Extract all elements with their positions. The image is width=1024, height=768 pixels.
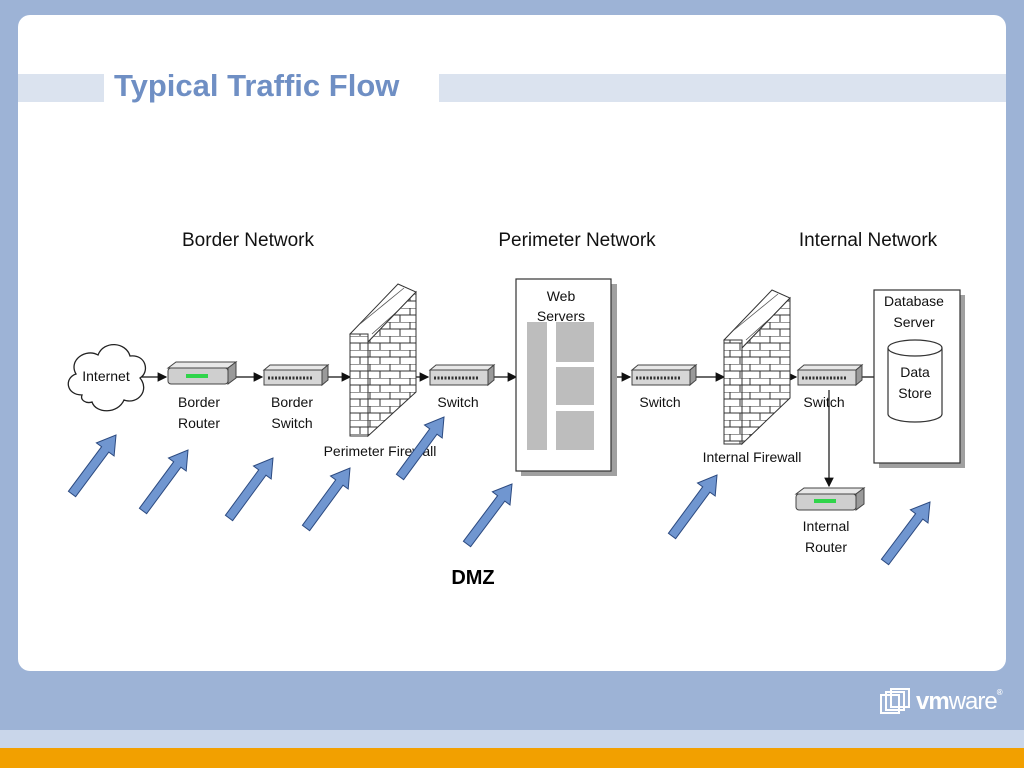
server-unit-3-icon: [556, 411, 594, 450]
zone-label-internal: Internal Network: [799, 230, 938, 251]
data-store-cylinder-icon: Data Store: [887, 339, 943, 423]
internet-label: Internet: [82, 368, 130, 384]
footer-band-light: [0, 730, 1024, 748]
perimeter-firewall-icon: [349, 283, 417, 438]
slide-title: Typical Traffic Flow: [114, 68, 400, 103]
title-band-left: [18, 74, 104, 102]
server-rack-icon: [527, 322, 547, 450]
switch-3-icon: [796, 363, 864, 387]
switch-1-label: Switch: [437, 394, 478, 410]
border-router-icon: [166, 361, 238, 385]
slide-card: [18, 15, 1006, 671]
zone-label-border: Border Network: [182, 230, 314, 251]
web-servers-box: Web Servers: [515, 278, 617, 476]
footer-band-orange: [0, 748, 1024, 768]
internal-router-icon: [794, 487, 866, 511]
switch-1-icon: [428, 363, 496, 387]
vmware-mark-icon: [880, 688, 910, 714]
switch-2-label: Switch: [639, 394, 680, 410]
internal-firewall-label: Internal Firewall: [703, 449, 802, 465]
web-servers-label-2: Servers: [537, 308, 585, 324]
border-switch-label-2: Switch: [271, 415, 312, 431]
internet-cloud-icon: Internet: [67, 343, 147, 412]
database-server-label-2: Server: [893, 314, 935, 330]
perimeter-firewall-label: Perimeter Firewall: [324, 443, 437, 459]
web-servers-label-1: Web: [547, 288, 576, 304]
internal-firewall-icon: [723, 289, 791, 446]
data-store-label-1: Data: [900, 364, 930, 380]
switch-3-label: Switch: [803, 394, 844, 410]
flow-arrow-icon-8: [880, 501, 931, 566]
internal-router-label-2: Router: [805, 539, 847, 555]
server-unit-2-icon: [556, 367, 594, 405]
flow-arrow-icon-6: [462, 483, 513, 548]
vmware-logo: vmware®: [880, 687, 1003, 717]
flow-arrow-icon-1: [67, 434, 117, 498]
internal-router-label-1: Internal: [803, 518, 850, 534]
flow-arrow-icon-4: [301, 467, 351, 532]
zone-label-perimeter: Perimeter Network: [498, 230, 656, 251]
border-router-label-1: Border: [178, 394, 220, 410]
traffic-flow-arrows: [67, 416, 931, 566]
title-band-right: [439, 74, 1006, 102]
connections: [142, 372, 888, 488]
border-router-label-2: Router: [178, 415, 220, 431]
flow-arrow-icon-2: [138, 449, 189, 515]
border-switch-label-1: Border: [271, 394, 313, 410]
vmware-wordmark: vmware®: [916, 688, 1003, 715]
flow-arrow-icon-5: [395, 416, 445, 481]
server-unit-1-icon: [556, 322, 594, 362]
flow-arrow-icon-7: [667, 474, 718, 540]
database-server-label-1: Database: [884, 293, 944, 309]
border-switch-icon: [262, 363, 330, 387]
database-server-box: Database Server Data Store: [873, 289, 965, 468]
data-store-label-2: Store: [898, 385, 932, 401]
dmz-label: DMZ: [451, 567, 494, 589]
flow-arrow-icon-3: [224, 457, 274, 522]
switch-2-icon: [630, 363, 698, 387]
